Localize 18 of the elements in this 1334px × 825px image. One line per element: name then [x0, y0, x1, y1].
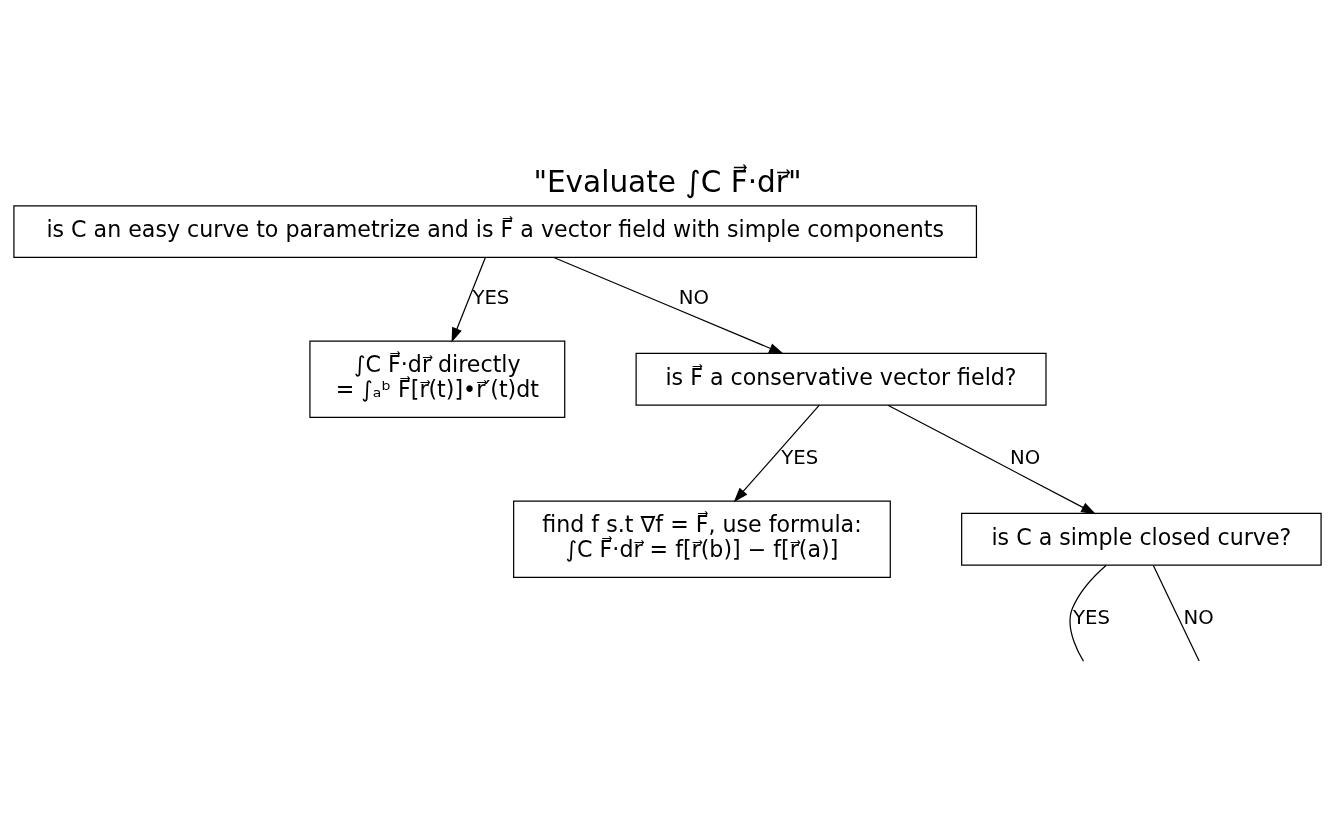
node-box: ∫C F⃗·dr⃗ directly = ∫ₐᵇ F⃗[r⃗(t)]•r⃗′(t)dt [308, 340, 565, 418]
node-box: is C a simple closed curve? [960, 512, 1322, 566]
edge-label: NO [678, 285, 709, 309]
arrow [451, 256, 486, 342]
edge-label: YES [471, 285, 509, 309]
edge-label: YES [780, 445, 818, 469]
connector [1152, 564, 1200, 662]
edge-label: NO [1009, 445, 1040, 469]
arrow [552, 256, 784, 354]
arrow [733, 404, 820, 502]
diagram-title: "Evaluate ∫C F⃗·dr⃗" [532, 164, 802, 199]
node-box: is F⃗ a conservative vector field? [635, 352, 1047, 406]
node-box: is C an easy curve to parametrize and is F⃗ a vector field with simple components [12, 204, 977, 258]
edge-label: NO [1182, 605, 1214, 629]
connector [1068, 564, 1107, 662]
arrow [886, 404, 1096, 514]
node-box: find f s.t ∇f = F⃗, use formula: ∫C F⃗·dr⃗ = f[r⃗(b)] − f[r⃗(a)] [512, 500, 891, 578]
edge-label: YES [1072, 605, 1110, 629]
